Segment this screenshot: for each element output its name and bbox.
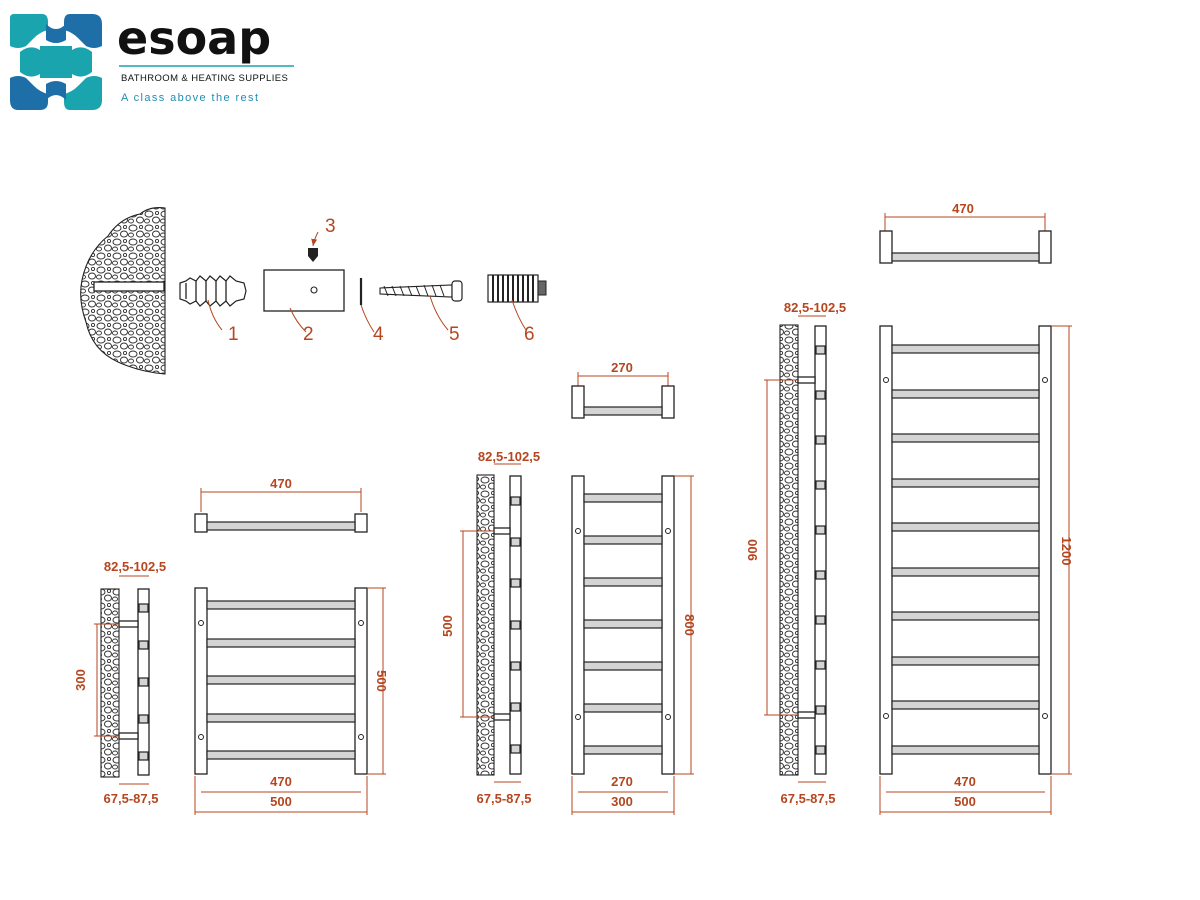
small-side-view: 82,5-102,5 300 67,5-87,5 — [73, 559, 166, 806]
large-height: 1200 — [1059, 537, 1074, 566]
part-label-2: 2 — [303, 324, 314, 345]
small-radiator-drawing: 470 82,5-102,5 300 67,5-87,5 — [73, 476, 389, 815]
brand-tagline: A class above the rest — [121, 92, 259, 104]
medium-bracket-spacing: 500 — [440, 615, 455, 637]
brand-logo: esoap BATHROOM & HEATING SUPPLIES A clas… — [8, 11, 294, 110]
end-cap — [487, 274, 547, 303]
grub-screw — [308, 248, 318, 262]
small-outer-width: 500 — [270, 794, 292, 809]
screw — [379, 280, 463, 302]
medium-side-depth: 67,5-87,5 — [477, 791, 532, 806]
medium-wall-gap: 82,5-102,5 — [478, 449, 540, 464]
small-height: 500 — [374, 670, 389, 692]
medium-side-view: 82,5-102,5 500 67,5-87,5 — [440, 449, 540, 806]
small-bracket-spacing: 300 — [73, 669, 88, 691]
part-label-5: 5 — [449, 324, 460, 345]
large-inner-width: 470 — [954, 774, 976, 789]
small-side-depth: 67,5-87,5 — [104, 791, 159, 806]
small-inner-width: 470 — [270, 774, 292, 789]
medium-outer-width: 300 — [611, 794, 633, 809]
large-radiator-drawing: 470 82,5-102,5 900 67,5-87,5 — [745, 201, 1074, 815]
medium-inner-width: 270 — [611, 774, 633, 789]
large-top-width: 470 — [952, 201, 974, 216]
medium-top-view: 270 — [571, 360, 675, 419]
large-bracket-spacing: 900 — [745, 539, 760, 561]
large-outer-width: 500 — [954, 794, 976, 809]
small-top-width: 470 — [270, 476, 292, 491]
small-top-view: 470 — [194, 476, 368, 533]
part-label-3: 3 — [325, 216, 336, 237]
part-label-1: 1 — [228, 324, 239, 345]
large-top-view: 470 — [879, 201, 1052, 264]
large-front-view: 1200 470 500 — [879, 325, 1074, 815]
part-label-4: 4 — [373, 324, 384, 345]
medium-radiator-drawing: 270 82,5-102,5 500 67,5-87,5 — [440, 360, 697, 815]
medium-top-width: 270 — [611, 360, 633, 375]
part-label-6: 6 — [524, 324, 535, 345]
medium-front-view: 800 270 300 — [571, 475, 697, 815]
bracket-block — [263, 269, 345, 312]
wall-hole — [93, 281, 165, 292]
fixing-parts: 1 2 3 4 5 6 — [80, 207, 547, 375]
small-wall-gap: 82,5-102,5 — [104, 559, 166, 574]
brand-subtitle: BATHROOM & HEATING SUPPLIES — [121, 73, 288, 84]
large-side-depth: 67,5-87,5 — [781, 791, 836, 806]
small-front-view: 500 470 500 — [194, 587, 389, 815]
large-wall-gap: 82,5-102,5 — [784, 300, 846, 315]
wall-plug — [179, 275, 247, 307]
large-side-view: 82,5-102,5 900 67,5-87,5 — [745, 300, 846, 806]
medium-height: 800 — [682, 614, 697, 636]
brand-name: esoap — [117, 11, 271, 65]
logo-mark-icon — [8, 13, 104, 110]
